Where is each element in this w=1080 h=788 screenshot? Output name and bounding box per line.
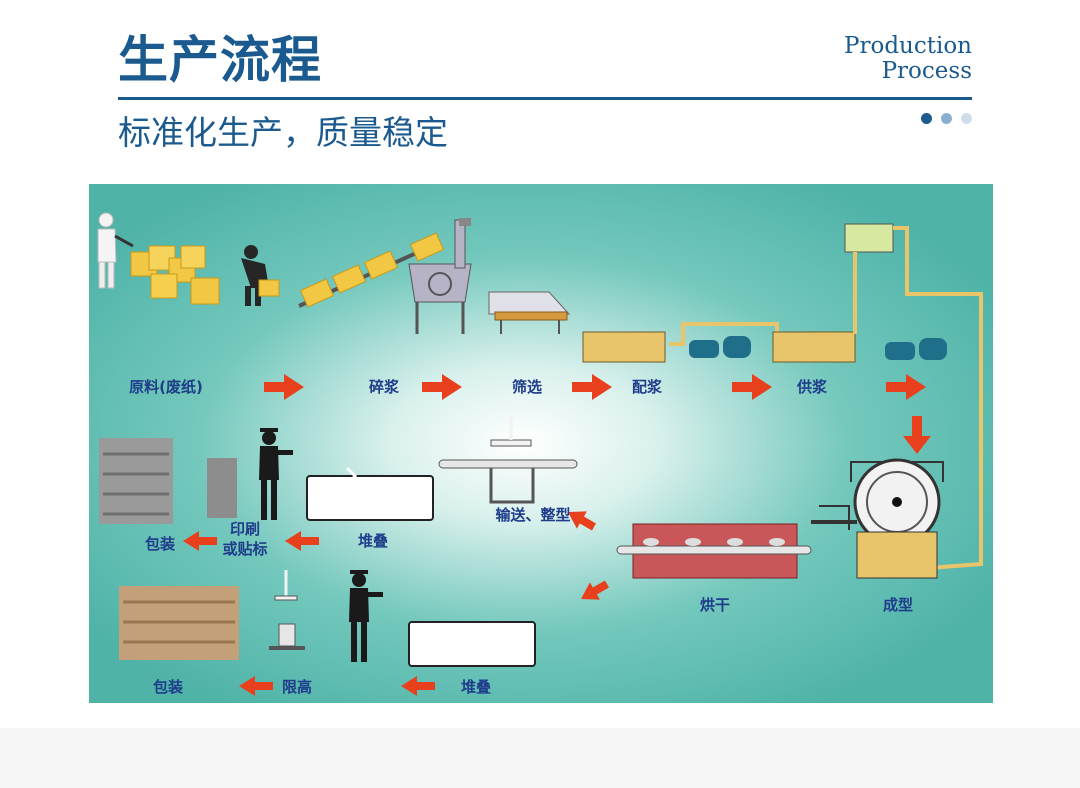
waste-paper-bales-icon: [130, 245, 220, 305]
step-label-mix: 配浆: [632, 378, 663, 396]
egg-trays-photo-1-icon: [99, 438, 237, 524]
page-subtitle: 标准化生产，质量稳定: [118, 113, 448, 152]
step-label-print-line1: 印刷: [230, 520, 260, 538]
step-label-forming: 成型: [883, 596, 913, 614]
dot-2: [941, 113, 952, 124]
step-label-stack-1: 堆叠: [358, 532, 388, 550]
height-limit-rack-icon: [269, 570, 305, 650]
screen-machine-icon: [488, 291, 571, 334]
stacking-station-2-icon: [408, 621, 536, 667]
step-label-crush: 碎浆: [369, 378, 400, 396]
worker-white-icon: [97, 212, 134, 289]
forming-machine-icon: [811, 458, 944, 579]
step-label-pack-2: 包装: [153, 678, 184, 696]
inclined-conveyor-icon: [298, 232, 445, 308]
page-title: 生产流程: [118, 30, 322, 89]
english-title-line2: Process: [881, 58, 972, 84]
flow-arrow-down: [903, 416, 931, 454]
production-flow-diagram: 原料(废纸) 碎浆 筛选 配浆 供浆 成型 烘干: [89, 184, 993, 703]
step-label-screen: 筛选: [512, 378, 542, 396]
step-label-supply: 供浆: [796, 378, 828, 396]
english-title-line1: Production: [844, 33, 972, 59]
pump-1-icon: [669, 322, 779, 358]
diagram-background: [89, 184, 993, 703]
step-label-convey: 输送、整型: [495, 506, 570, 524]
english-title: Production Process: [844, 34, 972, 84]
flow-arrow-diag-up: [568, 511, 596, 531]
dot-3: [961, 113, 972, 124]
flow-arrow-left-4: [239, 676, 273, 696]
drying-oven-icon: [616, 523, 812, 579]
step-label-stack-2: 堆叠: [461, 678, 491, 696]
page-dots: [921, 113, 972, 124]
shaping-conveyor-icon: [438, 416, 578, 504]
mixing-tank-icon: [582, 331, 666, 363]
worker-loading-icon: [241, 245, 280, 306]
step-label-print-line2: 或贴标: [222, 540, 267, 558]
step-label-drying: 烘干: [700, 596, 730, 614]
flow-arrow-left-1: [285, 531, 319, 551]
stacking-station-1-icon: [306, 466, 434, 521]
supply-tank-icon: [772, 331, 856, 363]
flow-arrow-left-2: [183, 531, 217, 551]
step-label-raw: 原料(废纸): [129, 378, 203, 396]
flow-arrow-left-3: [401, 676, 435, 696]
egg-trays-photo-2-icon: [119, 586, 239, 660]
pump-2-icon: [885, 338, 947, 360]
footer-band: [0, 728, 1080, 788]
dot-1: [921, 113, 932, 124]
flow-arrow-diag-down: [581, 580, 609, 600]
step-label-limit: 限高: [282, 678, 312, 696]
step-label-pack-1: 包装: [145, 535, 176, 553]
title-divider: [118, 97, 972, 100]
headbox-tank-icon: [844, 223, 983, 570]
hydrapulper-icon: [408, 218, 472, 334]
